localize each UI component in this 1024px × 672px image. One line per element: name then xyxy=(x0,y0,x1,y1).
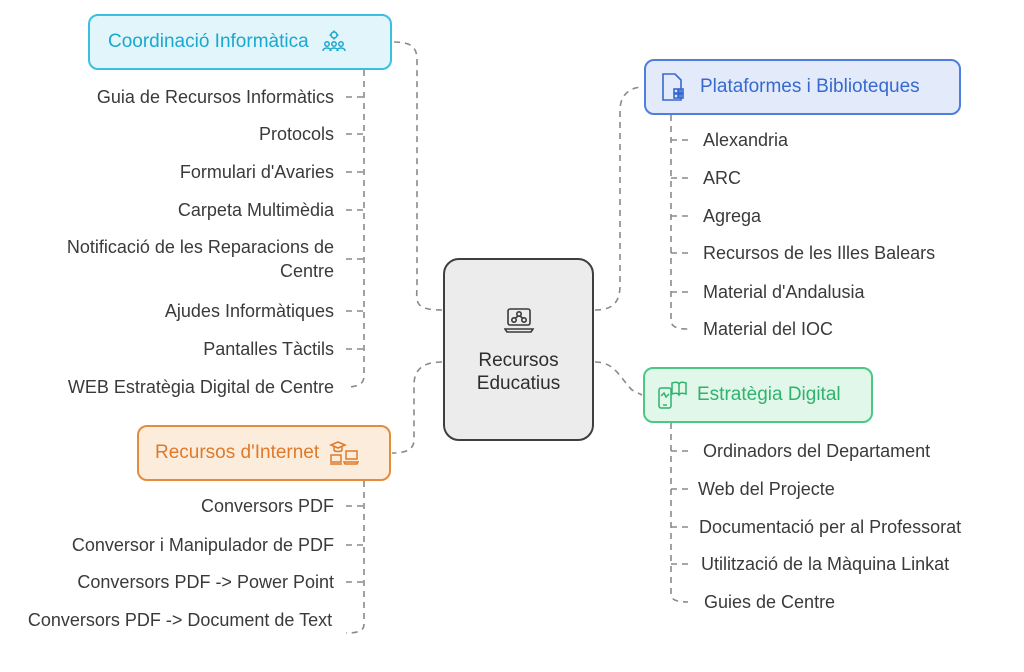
leaf-coordinacio-item[interactable]: Guia de Recursos Informàtics xyxy=(96,87,334,107)
branch-coordinacio-title: Coordinació Informàtica xyxy=(108,31,309,52)
leaf-plataformes-item[interactable]: ARC xyxy=(703,168,742,188)
graduation-devices-icon xyxy=(329,439,360,467)
leaf-plataformes-item[interactable]: Agrega xyxy=(703,206,762,226)
leaf-coordinacio-item[interactable]: Protocols xyxy=(258,124,334,144)
branch-estrategia-node[interactable]: Estratègia Digital xyxy=(643,367,873,423)
leaf-internet-item[interactable]: Conversors PDF xyxy=(200,496,334,516)
leaf-estrategia-item[interactable]: Ordinadors del Departament xyxy=(703,441,931,461)
trunk-plat xyxy=(670,115,689,330)
leaf-coordinacio-item[interactable]: WEB Estratègia Digital de Centre xyxy=(67,377,334,397)
leaf-coordinacio-item[interactable]: Carpeta Multimèdia xyxy=(177,200,334,220)
center-node: Recursos Educatius xyxy=(443,258,594,441)
connector-center-coord xyxy=(392,41,443,311)
team-gear-icon xyxy=(321,29,347,55)
connector-center-estr xyxy=(594,361,643,396)
leaf-internet-item[interactable]: Conversors PDF -> Power Point xyxy=(77,572,334,592)
leaf-plataformes-item[interactable]: Alexandria xyxy=(703,130,789,150)
leaf-estrategia-item[interactable]: Utilització de la Màquina Linkat xyxy=(701,554,950,574)
leaf-estrategia-item[interactable]: Documentació per al Professorat xyxy=(699,517,962,537)
phone-book-icon xyxy=(657,380,687,410)
connector-center-plat xyxy=(594,86,644,311)
leaf-plataformes-item[interactable]: Material del IOC xyxy=(703,319,834,339)
leaf-estrategia-item[interactable]: Web del Projecte xyxy=(698,479,835,499)
branch-estrategia-title: Estratègia Digital xyxy=(697,384,841,405)
leaf-plataformes-item[interactable]: Material d'Andalusia xyxy=(703,282,865,302)
branch-internet-title: Recursos d'Internet xyxy=(155,442,320,463)
branch-plataformes-node[interactable]: Plataformes i Biblioteques xyxy=(644,59,961,115)
connector-center-int xyxy=(391,361,443,454)
leaf-coordinacio-item[interactable]: Pantalles Tàctils xyxy=(203,339,334,359)
leaf-internet-item[interactable]: Conversors PDF -> Document de Text xyxy=(27,610,333,630)
center-label-line2: Educatius xyxy=(476,372,561,394)
trunk-int xyxy=(345,481,365,634)
leaf-internet-item[interactable]: Conversor i Manipulador de PDF xyxy=(71,535,334,555)
leaf-coordinacio-item[interactable]: Ajudes Informàtiques xyxy=(164,301,334,321)
document-grid-icon xyxy=(660,72,688,102)
center-label-line1: Recursos xyxy=(478,349,559,371)
branch-coordinacio-node[interactable]: Coordinació Informàtica xyxy=(88,14,392,70)
trunk-estr xyxy=(670,423,689,603)
leaf-coordinacio-item[interactable]: Formulari d'Avaries xyxy=(179,162,334,182)
leaf-plataformes-item[interactable]: Recursos de les Illes Balears xyxy=(703,243,936,263)
leaf-estrategia-item[interactable]: Guies de Centre xyxy=(704,592,836,612)
laptop-network-icon xyxy=(503,305,534,335)
branch-plataformes-title: Plataformes i Biblioteques xyxy=(700,76,920,97)
trunk-coord xyxy=(345,70,365,388)
leaf-coordinacio-item[interactable]: Notificació de les Reparacions de Centre xyxy=(66,237,334,281)
branch-internet-node[interactable]: Recursos d'Internet xyxy=(137,425,391,481)
